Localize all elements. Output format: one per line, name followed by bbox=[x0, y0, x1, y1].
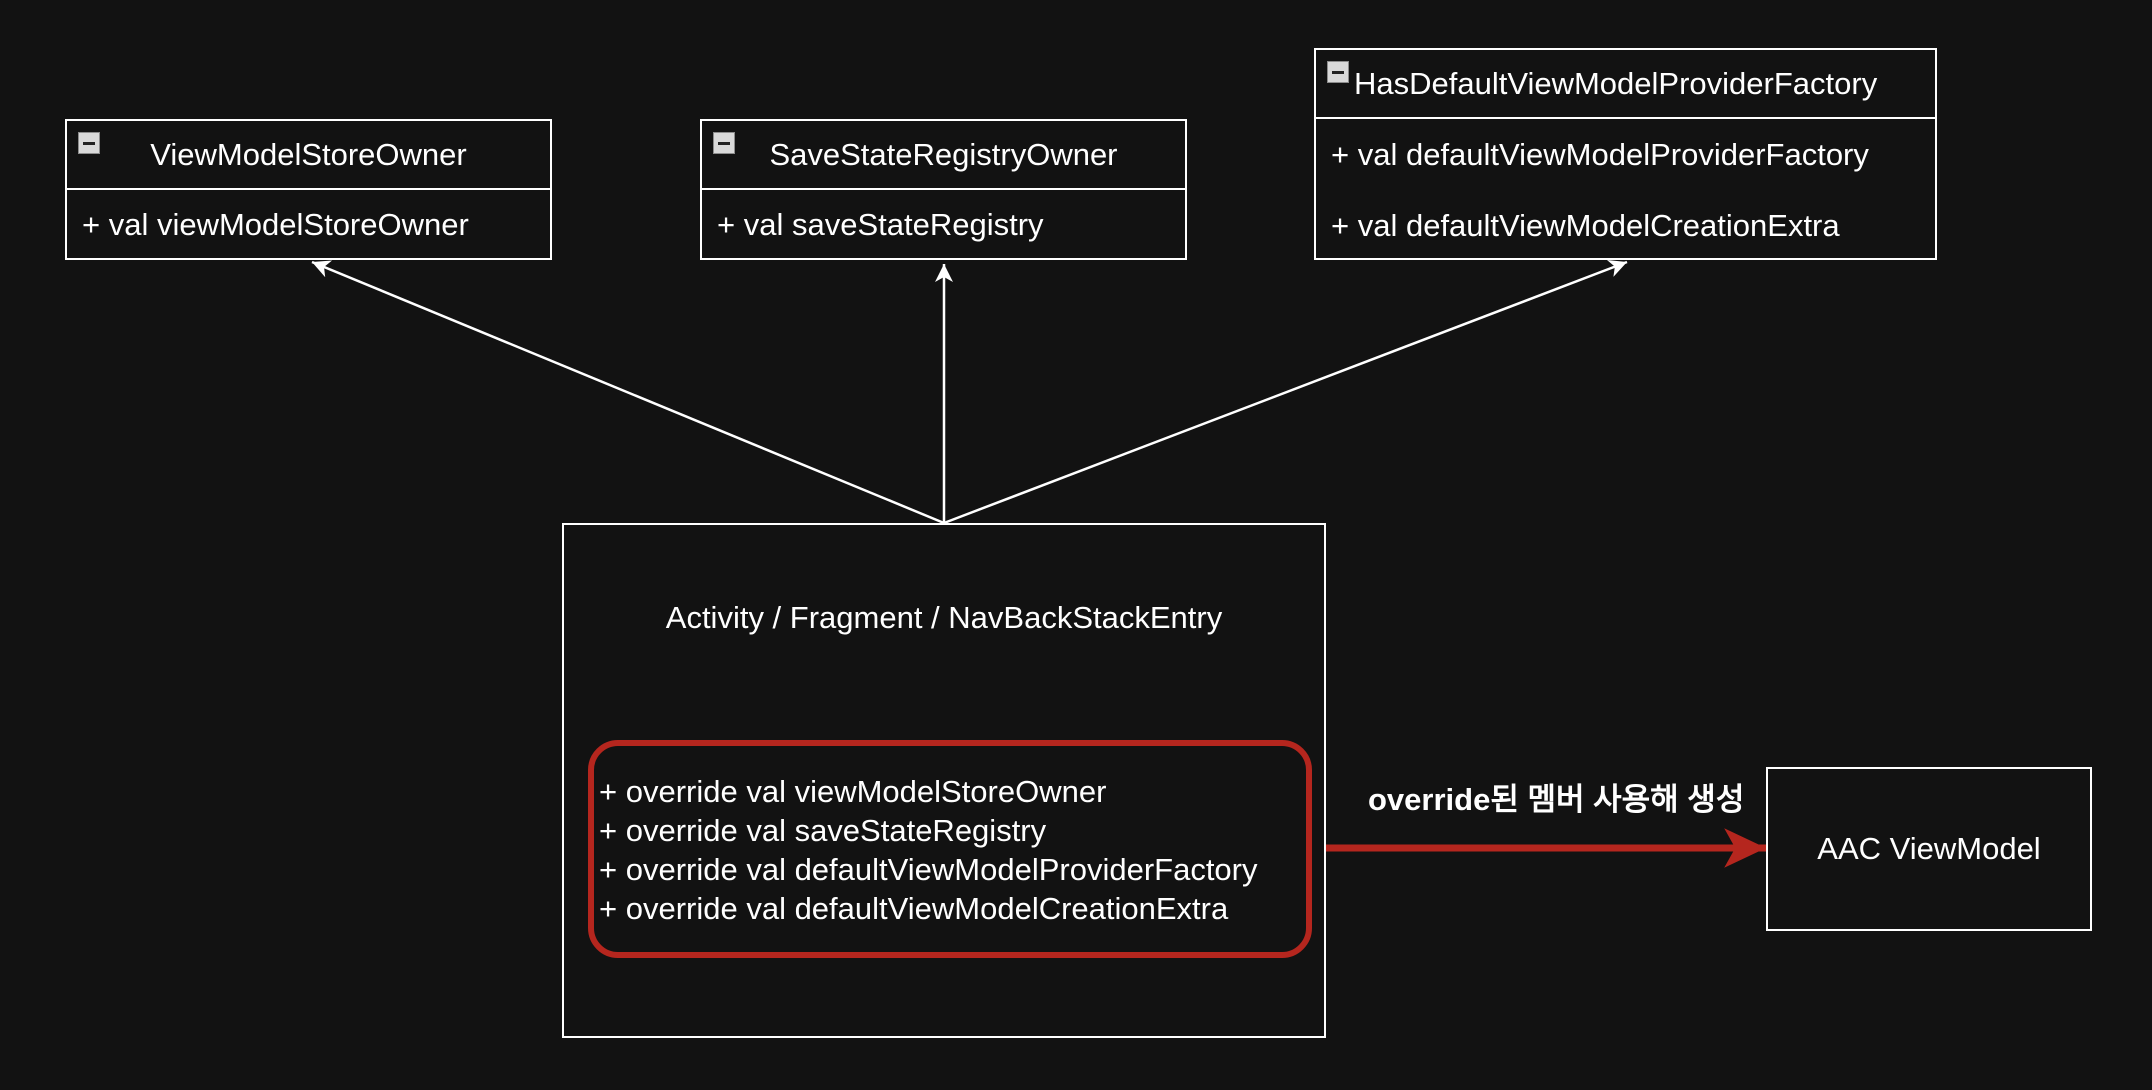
interface-header: ViewModelStoreOwner bbox=[67, 121, 550, 190]
collapse-minus-icon[interactable] bbox=[78, 132, 100, 154]
interface-attribute: + val viewModelStoreOwner bbox=[82, 207, 469, 242]
interface-name: ViewModelStoreOwner bbox=[150, 136, 467, 172]
interface-attribute: + val defaultViewModelCreationExtra bbox=[1331, 207, 1840, 243]
interface-attribute: + val defaultViewModelProviderFactory bbox=[1331, 136, 1869, 172]
interface-name: SaveStateRegistryOwner bbox=[769, 136, 1118, 172]
interface-savestateregistryowner[interactable]: SaveStateRegistryOwner + val saveStateRe… bbox=[700, 119, 1187, 260]
override-member: + override val defaultViewModelProviderF… bbox=[599, 852, 1258, 887]
interface-header: HasDefaultViewModelProviderFactory bbox=[1316, 50, 1935, 119]
override-member: + override val defaultViewModelCreationE… bbox=[599, 891, 1229, 926]
inherit-edge-viewmodelstoreowner bbox=[311, 260, 945, 525]
override-member: + override val saveStateRegistry bbox=[599, 813, 1047, 848]
collapse-minus-icon[interactable] bbox=[713, 132, 735, 154]
override-members-highlight: + override val viewModelStoreOwner + ove… bbox=[588, 740, 1312, 958]
interface-hasdefaultviewmodelproviderfactory[interactable]: HasDefaultViewModelProviderFactory + val… bbox=[1314, 48, 1937, 260]
aac-viewmodel-label: AAC ViewModel bbox=[1817, 831, 2041, 866]
collapse-minus-icon[interactable] bbox=[1327, 61, 1349, 83]
interface-viewmodelstoreowner[interactable]: ViewModelStoreOwner + val viewModelStore… bbox=[65, 119, 552, 260]
override-member: + override val viewModelStoreOwner bbox=[599, 774, 1107, 809]
implementor-title: Activity / Fragment / NavBackStackEntry bbox=[665, 600, 1223, 635]
aac-viewmodel-box[interactable]: AAC ViewModel bbox=[1766, 767, 2092, 931]
inherit-edge-hasdefaultviewmodelproviderfactory bbox=[943, 260, 1628, 525]
interface-attribute: + val saveStateRegistry bbox=[717, 207, 1044, 242]
interface-header: SaveStateRegistryOwner bbox=[702, 121, 1185, 190]
interface-name: HasDefaultViewModelProviderFactory bbox=[1354, 65, 1878, 101]
creation-edge-label: override된 멤버 사용해 생성 bbox=[1368, 782, 1745, 817]
implementor-box[interactable]: Activity / Fragment / NavBackStackEntry … bbox=[562, 523, 1326, 1038]
